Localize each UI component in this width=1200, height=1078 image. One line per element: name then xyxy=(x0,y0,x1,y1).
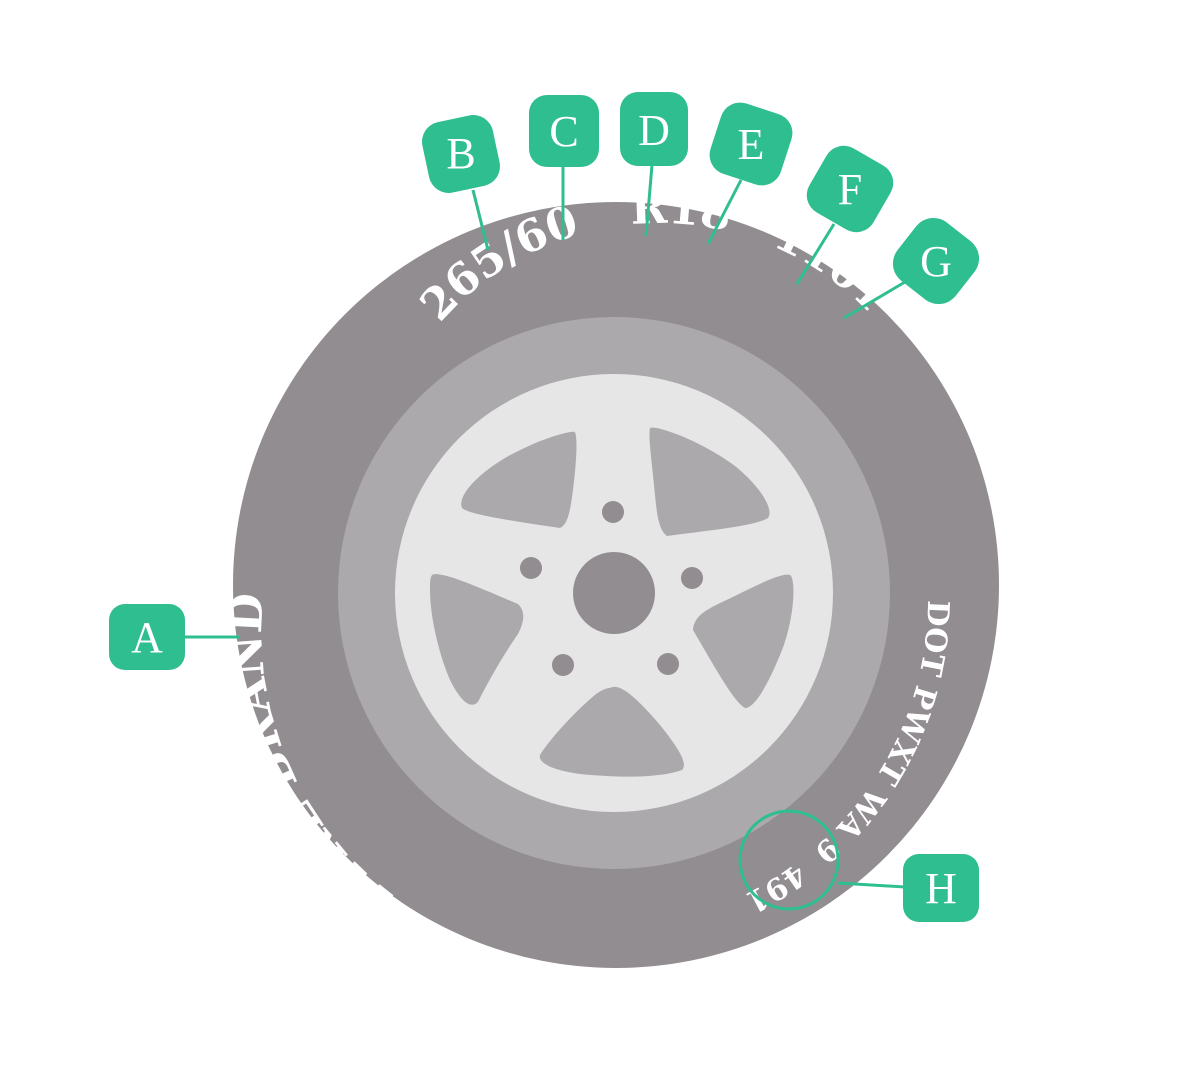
spoke-opening-top-left xyxy=(461,431,577,528)
leader-line-h xyxy=(837,881,906,889)
badge-c-bg xyxy=(529,95,599,167)
bolt-hole xyxy=(657,653,679,675)
callout-leader-lines xyxy=(182,164,906,889)
leader-line-g xyxy=(843,280,906,320)
badge-f-bg xyxy=(806,145,894,233)
hub-center xyxy=(573,552,655,634)
spoke-opening-bottom xyxy=(539,686,684,777)
badge-a-bg xyxy=(109,604,185,670)
bolt-hole xyxy=(552,654,574,676)
callout-badge-f: F xyxy=(806,145,894,233)
callout-badge-d: D xyxy=(620,92,688,166)
badge-g-bg xyxy=(892,217,980,305)
spoke-opening-left xyxy=(430,574,524,705)
wheel-hub xyxy=(520,501,703,676)
badge-d-label: D xyxy=(638,106,670,155)
badge-g-label: G xyxy=(920,237,952,286)
leader-line-e xyxy=(706,179,743,245)
spoke-opening-top-right xyxy=(649,427,770,536)
leader-line-d xyxy=(644,164,654,237)
badge-e-label: E xyxy=(738,120,765,169)
badge-b-label: B xyxy=(446,129,475,178)
badge-a-label: A xyxy=(131,613,163,662)
callout-badge-b: B xyxy=(422,115,500,193)
badge-h-label: H xyxy=(925,864,957,913)
bolt-hole xyxy=(520,557,542,579)
badge-c-label: C xyxy=(549,107,578,156)
badge-e-bg xyxy=(709,102,793,186)
wheel-spoke-openings xyxy=(430,427,794,777)
spoke-opening-right xyxy=(693,574,794,708)
badge-f-label: F xyxy=(838,165,862,214)
callout-badge-g: G xyxy=(892,217,980,305)
callout-badge-a: A xyxy=(109,604,185,670)
leader-line-f xyxy=(795,223,836,285)
badge-d-bg xyxy=(620,92,688,166)
callout-badge-h: H xyxy=(903,854,979,922)
badge-b-bg xyxy=(422,115,500,193)
bolt-hole xyxy=(602,501,624,523)
badge-h-bg xyxy=(903,854,979,922)
callout-badge-e: E xyxy=(709,102,793,186)
bolt-hole xyxy=(681,567,703,589)
leader-line-b xyxy=(471,189,490,251)
callout-badge-c: C xyxy=(529,95,599,167)
date-code-highlight-circle xyxy=(738,809,840,911)
